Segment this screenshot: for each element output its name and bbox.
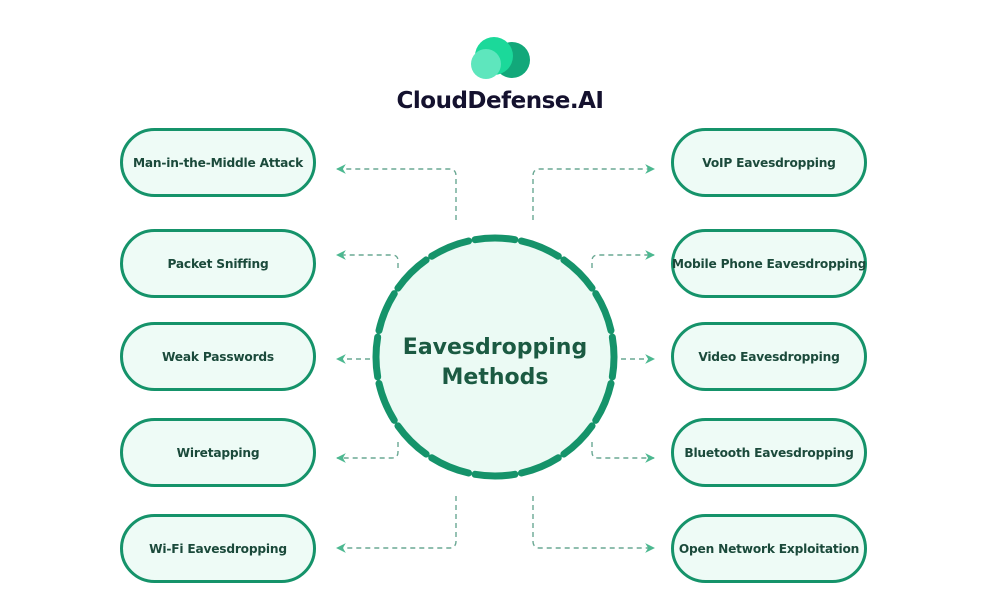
center-circle — [376, 238, 614, 476]
method-label: Bluetooth Eavesdropping — [684, 445, 854, 460]
ring-segment — [375, 290, 398, 335]
method-label: Man-in-the-Middle Attack — [132, 155, 304, 170]
method-pill-packet-sniffing: Packet Sniffing — [120, 229, 316, 298]
connector-voip — [532, 164, 655, 220]
center-circle-ring — [372, 234, 618, 480]
ring-segment — [375, 379, 398, 424]
method-pill-wiretapping: Wiretapping — [120, 418, 316, 487]
connector-mobile — [591, 250, 655, 268]
cloud-logo-icon — [471, 37, 530, 79]
ring-segment — [560, 422, 596, 458]
connector-mitm — [336, 164, 457, 220]
connector-open-network — [532, 496, 655, 553]
method-pill-weak-passwords: Weak Passwords — [120, 322, 316, 391]
ring-segment — [592, 290, 615, 335]
center-title-line2: Methods — [441, 365, 549, 390]
method-label: Weak Passwords — [161, 349, 274, 364]
ring-segment — [394, 256, 430, 292]
method-pill-open-network: Open Network Exploitation — [671, 514, 867, 583]
method-pill-mitm: Man-in-the-Middle Attack — [120, 128, 316, 197]
ring-segment — [471, 470, 519, 480]
connector-wifi — [336, 496, 457, 553]
method-label: Video Eavesdropping — [698, 349, 840, 364]
method-label: Wi-Fi Eavesdropping — [149, 541, 287, 556]
ring-segment — [428, 454, 473, 477]
ring-segment — [394, 422, 430, 458]
ring-segment — [517, 454, 562, 477]
center-title-line1: Eavesdropping — [402, 335, 588, 360]
method-label: Mobile Phone Eavesdropping — [671, 256, 867, 271]
connector-bluetooth — [591, 442, 655, 463]
method-pill-mobile: Mobile Phone Eavesdropping — [671, 229, 867, 298]
ring-segment — [372, 333, 382, 381]
brand-name: CloudDefense.AI — [396, 88, 604, 114]
ring-segment — [592, 379, 615, 424]
connector-packet-sniffing — [336, 250, 399, 268]
ring-segment — [471, 234, 519, 244]
ring-segment — [517, 237, 562, 260]
method-label: Open Network Exploitation — [678, 541, 860, 556]
ring-segment — [428, 237, 473, 260]
method-pill-voip: VoIP Eavesdropping — [671, 128, 867, 197]
center-title: Eavesdropping Methods — [375, 333, 615, 393]
method-label: Packet Sniffing — [167, 256, 269, 271]
method-label: VoIP Eavesdropping — [702, 155, 836, 170]
ring-segment — [608, 333, 618, 381]
connector-wiretapping — [336, 442, 399, 463]
method-pill-bluetooth: Bluetooth Eavesdropping — [671, 418, 867, 487]
method-label: Wiretapping — [176, 445, 260, 460]
ring-segment — [560, 256, 596, 292]
method-pill-wifi: Wi-Fi Eavesdropping — [120, 514, 316, 583]
method-pill-video: Video Eavesdropping — [671, 322, 867, 391]
